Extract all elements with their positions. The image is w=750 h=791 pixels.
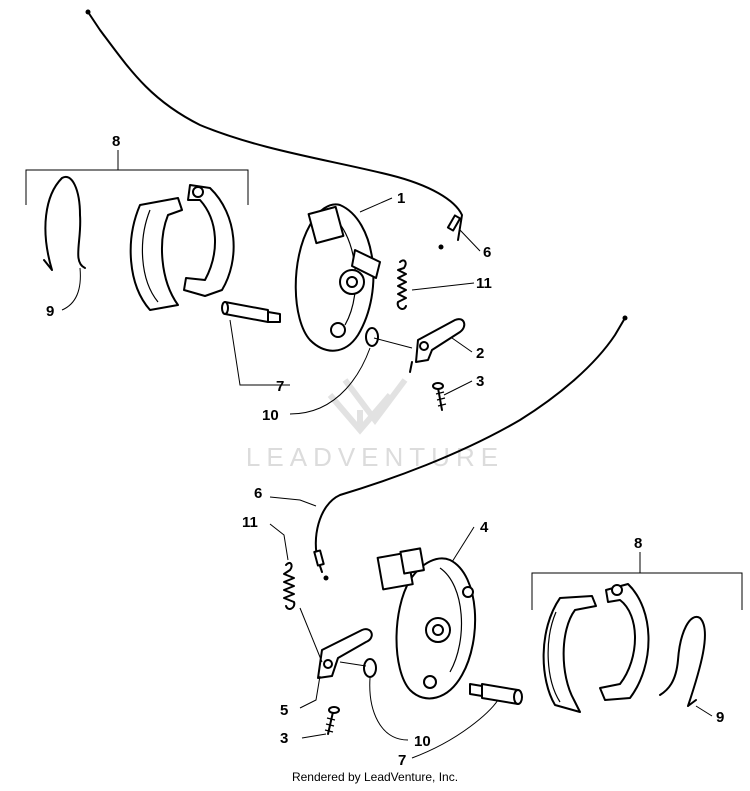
lower-bolt	[324, 706, 340, 735]
lower-brake-shoe-left	[542, 595, 597, 713]
lower-backing-plate	[376, 547, 477, 700]
upper-bracket-8	[25, 150, 249, 205]
lower-retaining-spring	[659, 615, 706, 707]
callout-upper-10: 10	[262, 407, 279, 424]
lower-washer	[363, 658, 377, 678]
lower-return-spring	[283, 561, 296, 610]
upper-return-spring	[396, 259, 407, 310]
watermark-logo	[327, 378, 408, 435]
upper-brake-cable	[85, 9, 463, 250]
lower-anchor-pin	[469, 683, 523, 705]
upper-brake-shoe-right	[183, 184, 235, 297]
upper-anchor-pin	[221, 301, 281, 323]
callout-upper-11: 11	[476, 275, 492, 292]
watermark-text: LEADVENTURE	[246, 442, 504, 472]
callout-lower-8: 8	[634, 535, 642, 552]
callout-upper-6: 6	[483, 244, 491, 261]
lower-brake-cable	[313, 315, 628, 581]
callout-lower-9: 9	[716, 709, 724, 726]
upper-retaining-spring	[43, 175, 86, 271]
upper-washer	[365, 327, 379, 347]
lower-leaders	[269, 496, 713, 759]
callout-lower-4: 4	[480, 519, 489, 536]
callout-upper-2: 2	[476, 345, 484, 362]
callout-upper-9: 9	[46, 303, 54, 320]
callout-lower-3: 3	[280, 730, 288, 747]
upper-brake-shoe-left	[129, 197, 183, 311]
lower-brake-shoe-right	[599, 583, 650, 701]
lower-brake-arm	[317, 628, 373, 679]
upper-leaders	[61, 197, 481, 415]
callout-upper-1: 1	[397, 190, 405, 207]
callout-upper-8: 8	[112, 133, 120, 150]
callout-lower-7: 7	[398, 752, 406, 769]
lower-bracket-8	[531, 552, 743, 610]
callout-lower-6: 6	[254, 485, 262, 502]
upper-bolt	[432, 382, 447, 411]
footer-credit: Rendered by LeadVenture, Inc.	[291, 770, 459, 784]
callout-lower-10: 10	[414, 733, 431, 750]
upper-backing-plate	[294, 203, 381, 352]
callout-upper-7: 7	[276, 378, 284, 395]
callout-lower-5: 5	[280, 702, 288, 719]
upper-brake-arm	[409, 318, 466, 373]
callout-lower-11: 11	[242, 514, 258, 531]
callout-upper-3: 3	[476, 373, 484, 390]
